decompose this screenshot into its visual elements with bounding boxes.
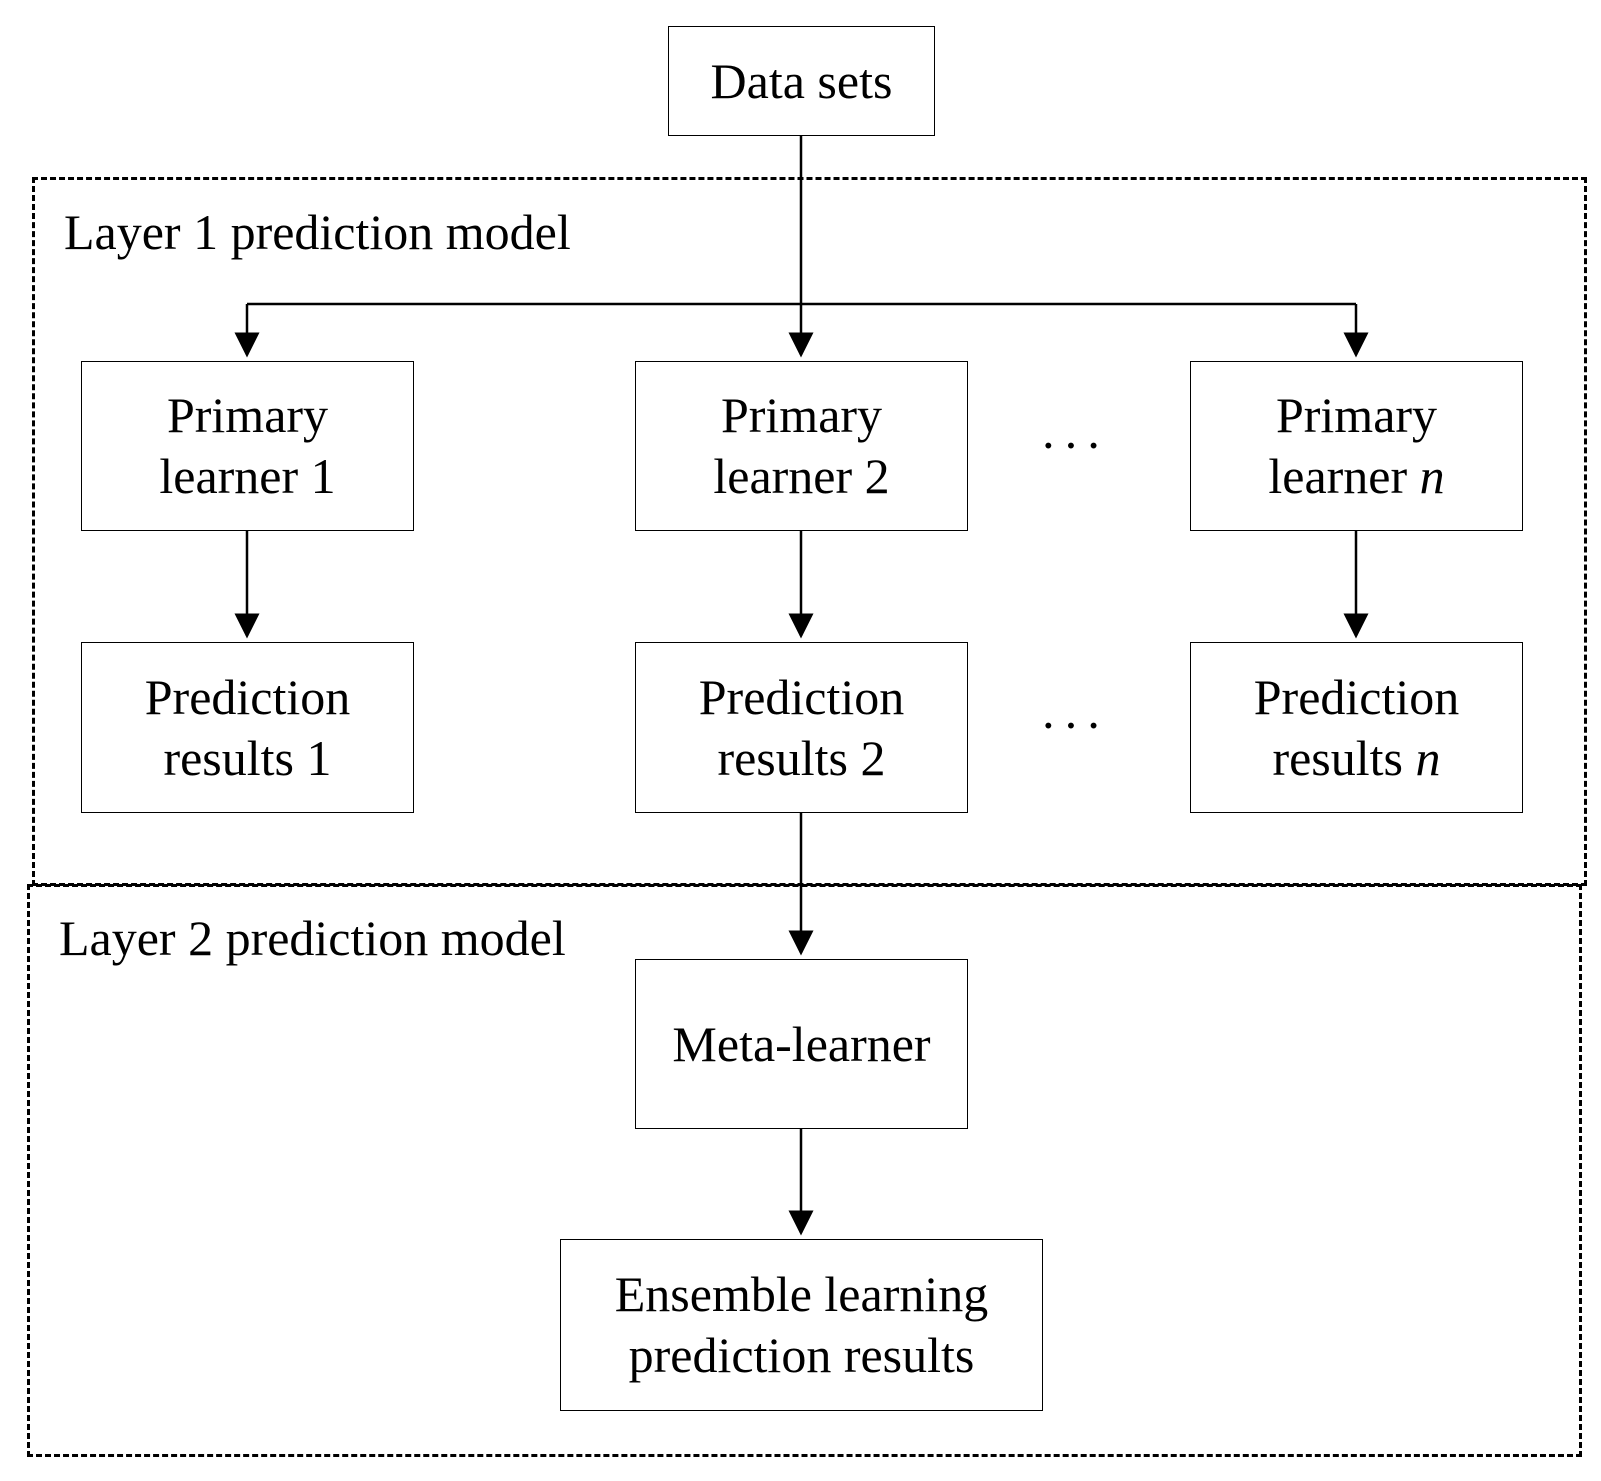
data-sets-node: Data sets [668, 26, 935, 136]
prediction-results-2-line1: Prediction [698, 668, 905, 725]
primary-learner-n-line2: learner n [1268, 446, 1444, 507]
primary-learner-n-prefix: learner [1268, 448, 1420, 504]
primary-learner-n-node: Primary learner n [1190, 361, 1523, 531]
primary-learner-1-node: Primary learner 1 [81, 361, 414, 531]
layer-2-title: Layer 2 prediction model [59, 910, 566, 966]
prediction-results-n-line2: results n [1254, 728, 1460, 789]
prediction-results-n-variable: n [1415, 729, 1441, 786]
layer-2-region [27, 884, 1582, 1457]
prediction-results-n-line1: Prediction [1253, 668, 1460, 725]
primary-learner-2-line2: learner 2 [713, 448, 890, 504]
prediction-results-n-node: Prediction results n [1190, 642, 1523, 813]
prediction-results-n-prefix: results [1272, 729, 1416, 786]
primary-learner-1-line1: Primary [166, 387, 329, 443]
prediction-results-1-line1: Prediction [144, 668, 351, 725]
meta-learner-node: Meta-learner [635, 959, 968, 1129]
ensemble-results-node: Ensemble learning prediction results [560, 1239, 1043, 1411]
layer-1-title: Layer 1 prediction model [64, 204, 571, 260]
prediction-results-2-node: Prediction results 2 [635, 642, 968, 813]
prediction-results-1-node: Prediction results 1 [81, 642, 414, 813]
ensemble-results-line2: prediction results [628, 1327, 975, 1383]
primary-learner-n-variable: n [1419, 448, 1445, 504]
prediction-results-2-line2: results 2 [717, 729, 886, 786]
ellipsis-results: ··· [1040, 697, 1108, 753]
prediction-results-1-line2: results 1 [163, 729, 332, 786]
ensemble-results-line1: Ensemble learning [614, 1266, 989, 1322]
primary-learner-1-line2: learner 1 [159, 448, 336, 504]
primary-learner-2-line1: Primary [720, 387, 883, 443]
ellipsis-learners: ··· [1040, 417, 1108, 473]
primary-learner-n-line1: Primary [1275, 387, 1438, 443]
primary-learner-2-node: Primary learner 2 [635, 361, 968, 531]
meta-learner-label: Meta-learner [672, 1015, 931, 1072]
data-sets-label: Data sets [710, 52, 893, 109]
